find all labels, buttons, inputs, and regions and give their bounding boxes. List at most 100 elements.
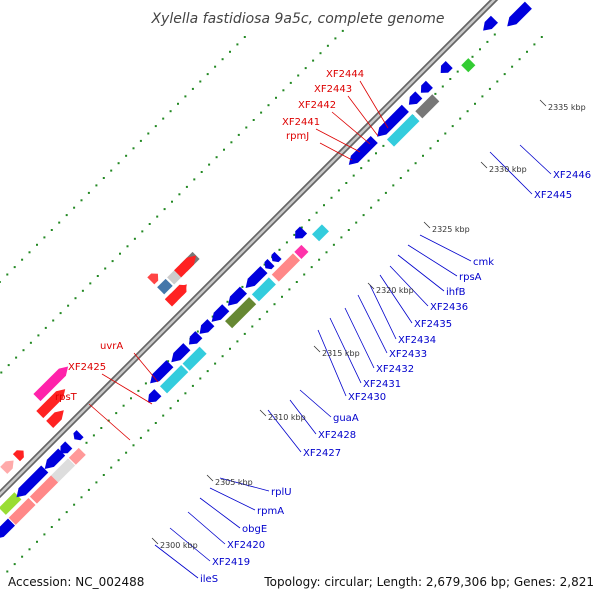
topology-summary: Topology: circular; Length: 2,679,306 bp…: [264, 575, 594, 589]
gene-label-reverse: cmk: [473, 257, 494, 268]
tick-dot-3: [474, 102, 476, 105]
leader-line-reverse: [154, 544, 199, 579]
tick-dot-2: [308, 219, 311, 222]
tick-dot-2: [100, 427, 103, 429]
tick-dot-0: [36, 243, 38, 246]
tick-dot-1: [67, 304, 70, 307]
tick-dot-3: [340, 236, 343, 239]
tick-dot-3: [251, 325, 254, 328]
gene-feature-46: [386, 114, 420, 147]
tick-dot-2: [382, 144, 385, 147]
tick-dot-1: [52, 319, 55, 322]
tick-dot-3: [87, 488, 90, 491]
kbp-tick: [480, 161, 488, 169]
tick-dot-0: [132, 147, 135, 150]
leader-line-reverse: [289, 399, 317, 435]
tick-dot-1: [59, 312, 62, 315]
tick-dot-3: [214, 362, 217, 365]
tick-dot-0: [154, 125, 157, 128]
leader-line-forward: [359, 80, 389, 129]
gene-arrow-1: [12, 450, 24, 462]
gene-arrow-21: [44, 448, 66, 469]
gene-features: [0, 1, 532, 538]
leader-line-reverse: [369, 284, 397, 340]
tick-dot-2: [115, 412, 118, 415]
tick-dot-2: [352, 174, 355, 177]
leader-line-reverse: [187, 511, 226, 545]
tick-dot-1: [178, 193, 181, 196]
gene-label-forward: XF2442: [298, 100, 336, 111]
gene-label-reverse: XF2445: [534, 190, 572, 201]
tick-dot-3: [95, 481, 98, 484]
gene-arrow-20: [16, 465, 49, 498]
tick-dot-2: [434, 92, 437, 95]
tick-dot-2: [167, 360, 170, 363]
leader-line-reverse: [519, 144, 552, 175]
kbp-tick: [206, 474, 214, 482]
gene-arrow-38: [264, 259, 275, 270]
tick-dot-0: [87, 191, 90, 194]
tick-dot-3: [310, 266, 313, 269]
gene-arrow-4: [33, 366, 69, 402]
tick-dot-3: [459, 117, 462, 120]
tick-dot-3: [266, 310, 269, 313]
gene-arrow-31: [189, 331, 203, 345]
tick-dot-3: [6, 570, 9, 573]
kbp-label: 2300 kbp: [160, 541, 198, 550]
leader-line-forward: [319, 142, 353, 161]
tick-dot-3: [117, 459, 120, 462]
gene-label-forward: XF2443: [314, 84, 352, 95]
gene-feature-34: [225, 297, 257, 329]
tick-dot-3: [58, 518, 61, 521]
gene-arrow-24: [60, 441, 73, 454]
gene-feature-18: [8, 497, 36, 525]
tick-dot-0: [110, 169, 113, 172]
tick-dot-1: [29, 341, 32, 344]
tick-dot-1: [319, 52, 322, 55]
tick-dot-3: [281, 295, 283, 298]
tick-dot-3: [177, 399, 179, 402]
accession-label: Accession: NC_002488: [8, 575, 145, 589]
tick-dot-1: [341, 29, 344, 32]
tick-dot-3: [325, 251, 328, 254]
leader-line-reverse: [419, 234, 472, 262]
gene-label-reverse: XF2420: [227, 540, 265, 551]
leader-line-forward: [347, 95, 379, 137]
gene-feature-41: [294, 244, 309, 259]
tick-dot-3: [125, 451, 128, 454]
kbp-label: 2310 kbp: [268, 413, 306, 422]
gene-label-reverse: XF2435: [414, 319, 452, 330]
gene-arrow-45: [377, 104, 409, 137]
tick-dot-3: [65, 511, 68, 514]
tick-dot-3: [377, 199, 380, 202]
tick-dot-0: [191, 87, 194, 90]
tick-dot-1: [245, 126, 248, 129]
tick-dot-0: [177, 102, 179, 105]
tick-dot-1: [0, 371, 3, 374]
gene-label-forward: XF2444: [326, 69, 364, 80]
gene-label-reverse: XF2428: [318, 430, 356, 441]
tick-dot-2: [107, 419, 110, 422]
tick-dot-3: [511, 65, 514, 68]
tick-dot-2: [278, 248, 281, 251]
leader-line-reverse: [209, 487, 256, 511]
gene-arrow-39: [271, 251, 282, 263]
gene-label-forward: rpsT: [55, 392, 78, 403]
tick-dot-1: [15, 356, 18, 359]
gene-arrow-16: [0, 518, 15, 538]
tick-dot-1: [312, 59, 315, 62]
leader-line-reverse: [397, 254, 445, 292]
gene-label-reverse: guaA: [333, 413, 359, 424]
leader-line-forward: [88, 403, 131, 441]
kbp-label: 2305 kbp: [215, 478, 253, 487]
gene-arrow-36: [227, 286, 247, 306]
tick-dot-2: [456, 70, 459, 73]
tick-dot-1: [304, 67, 307, 70]
kbp-label: 2320 kbp: [376, 286, 414, 295]
tick-dot-2: [241, 285, 244, 288]
tick-dot-3: [422, 154, 424, 157]
tick-dot-3: [407, 169, 410, 172]
tick-dot-3: [169, 407, 172, 410]
tick-dot-3: [36, 540, 38, 543]
tick-dot-1: [252, 119, 255, 121]
